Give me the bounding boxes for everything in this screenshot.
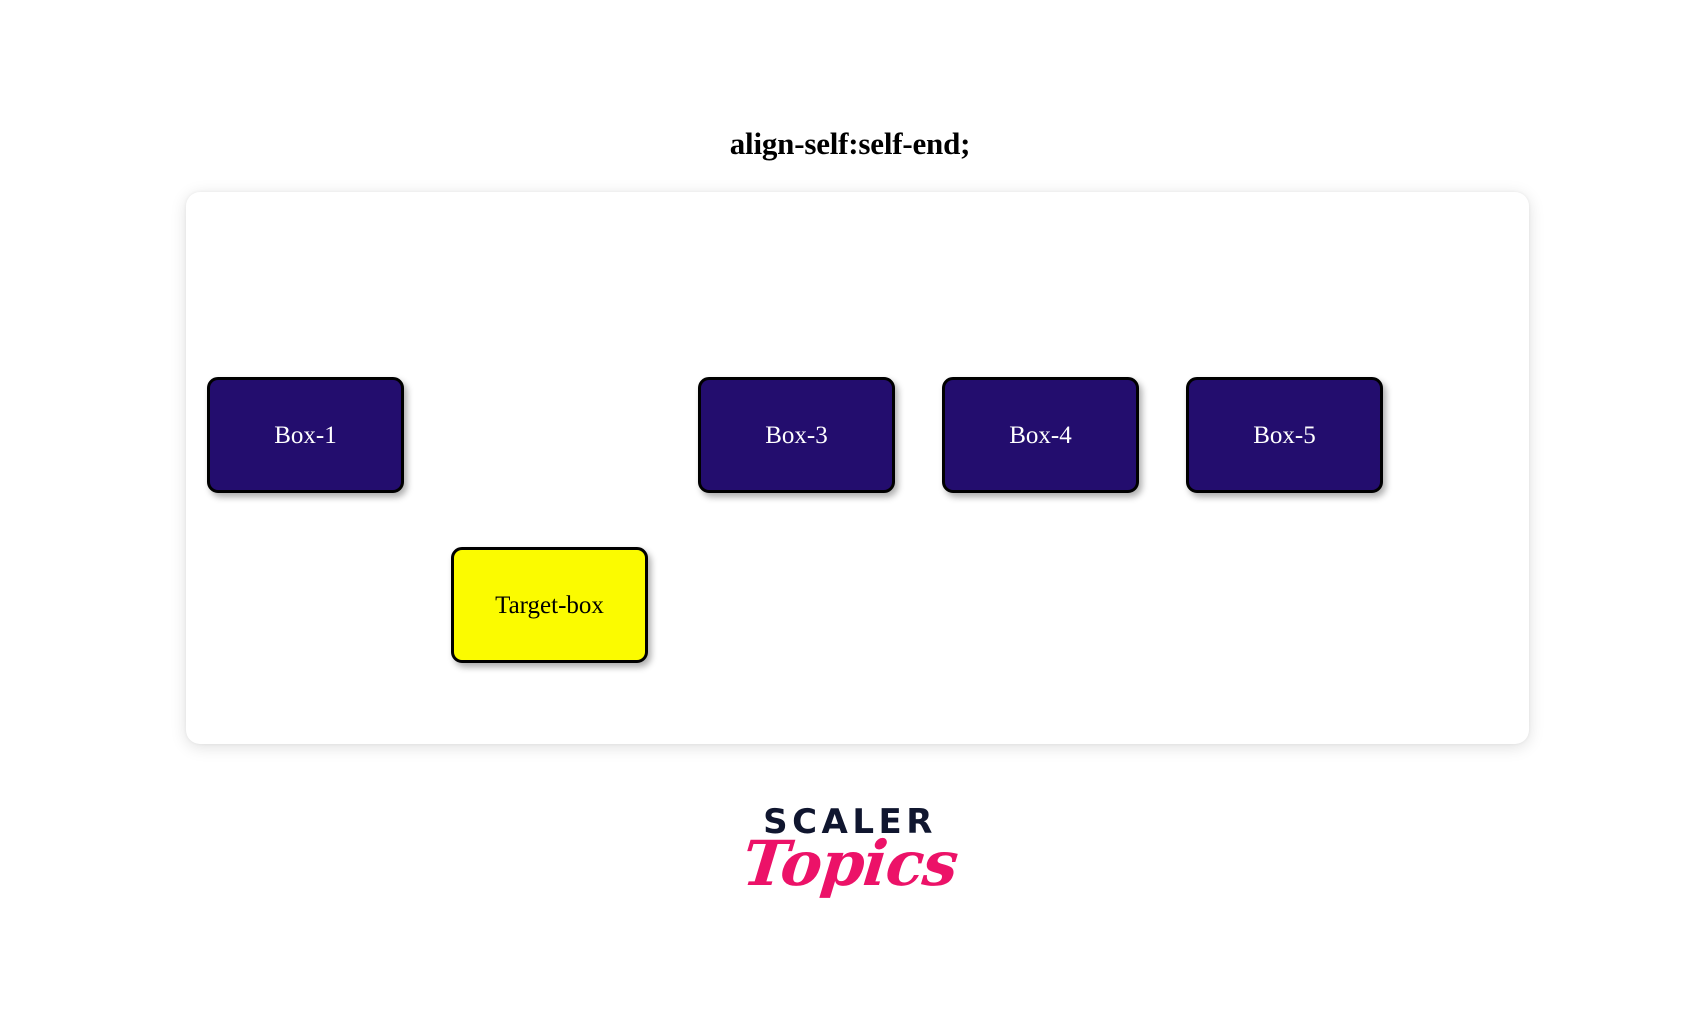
- page-title: align-self:self-end;: [729, 126, 971, 161]
- flex-item-box-1[interactable]: Box-1: [207, 377, 404, 493]
- flex-item-target-box[interactable]: Target-box: [451, 547, 648, 663]
- flex-item-box-5[interactable]: Box-5: [1186, 377, 1383, 493]
- logo-topics-wordmark: Topics: [739, 827, 961, 900]
- box-1-label: Box-1: [274, 421, 337, 449]
- box-3-label: Box-3: [765, 421, 828, 449]
- logo-scaler-wordmark: SCALER: [763, 802, 937, 842]
- flex-item-box-3[interactable]: Box-3: [698, 377, 895, 493]
- box-4-label: Box-4: [1009, 421, 1072, 449]
- flex-item-box-4[interactable]: Box-4: [942, 377, 1139, 493]
- scaler-topics-logo: SCALER Topics: [0, 802, 1700, 900]
- target-box-label: Target-box: [495, 591, 604, 619]
- flex-container-card: Box-1 Target-box Box-3 Box-4 Box-5: [186, 192, 1529, 744]
- box-5-label: Box-5: [1253, 421, 1316, 449]
